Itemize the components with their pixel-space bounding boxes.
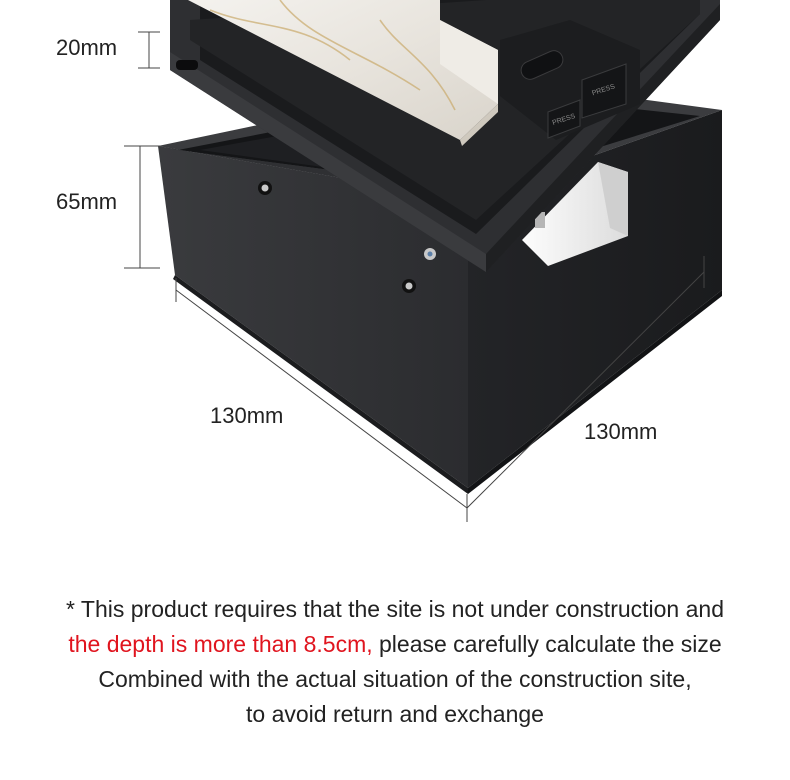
dimension-label-width-left: 130mm bbox=[210, 403, 284, 428]
press-button-left[interactable]: PRESS bbox=[547, 99, 581, 139]
screw-icon bbox=[424, 248, 436, 260]
notice-line-2: the depth is more than 8.5cm, please car… bbox=[0, 627, 790, 662]
notice-depth-highlight: the depth is more than 8.5cm, bbox=[68, 631, 373, 657]
notice-line-1: * This product requires that the site is… bbox=[65, 596, 724, 622]
latch-icon bbox=[176, 60, 198, 70]
notice-line-3: Combined with the actual situation of th… bbox=[98, 666, 692, 692]
notice-line-4: to avoid return and exchange bbox=[246, 701, 544, 727]
screw-icon bbox=[258, 181, 272, 195]
product-notice: * This product requires that the site is… bbox=[0, 592, 790, 732]
dimension-lines bbox=[124, 31, 705, 522]
dimension-label-box-height: 65mm bbox=[56, 189, 118, 214]
screw-icon bbox=[402, 279, 416, 293]
dimension-label-lid-height: 20mm bbox=[56, 35, 118, 60]
product-image: PRESS PRESS bbox=[124, 0, 722, 522]
dimension-label-width-right: 130mm bbox=[584, 419, 658, 444]
lid-tray: PRESS PRESS bbox=[170, 0, 720, 272]
socket-module bbox=[522, 162, 628, 266]
press-button-right[interactable]: PRESS bbox=[581, 63, 627, 119]
notice-line-2-rest: please carefully calculate the size bbox=[372, 631, 722, 657]
slot-icon bbox=[520, 50, 564, 80]
